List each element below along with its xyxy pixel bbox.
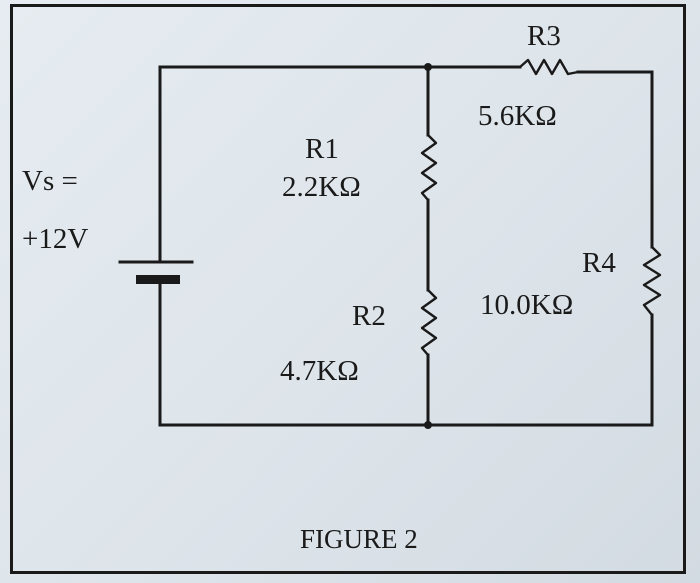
junction-top [424,63,432,71]
r2-value-label: 4.7KΩ [280,355,359,387]
r4-name-label: R4 [582,247,616,279]
source-label-line1: Vs = [22,165,78,197]
junction-bottom [424,421,432,429]
resistor-r2-zigzag [420,289,438,356]
wires [158,65,654,427]
resistor-r1-zigzag [420,134,438,201]
source-label-line2: +12V [22,223,88,255]
figure-caption: FIGURE 2 [300,524,418,554]
resistor-r3-zigzag [519,58,579,76]
wire-r3-to-right [576,70,654,249]
battery-plate-short [136,275,180,284]
battery-symbol [118,260,194,284]
wire-bottom [158,313,654,427]
diagram-frame [10,4,686,574]
r1-value-label: 2.2KΩ [282,171,361,203]
r4-value-label: 10.0KΩ [480,289,573,321]
r2-name-label: R2 [352,300,386,332]
r1-name-label: R1 [305,133,339,165]
r3-value-label: 5.6KΩ [478,100,557,132]
r3-name-label: R3 [527,20,561,52]
resistor-r4-zigzag [642,246,662,316]
